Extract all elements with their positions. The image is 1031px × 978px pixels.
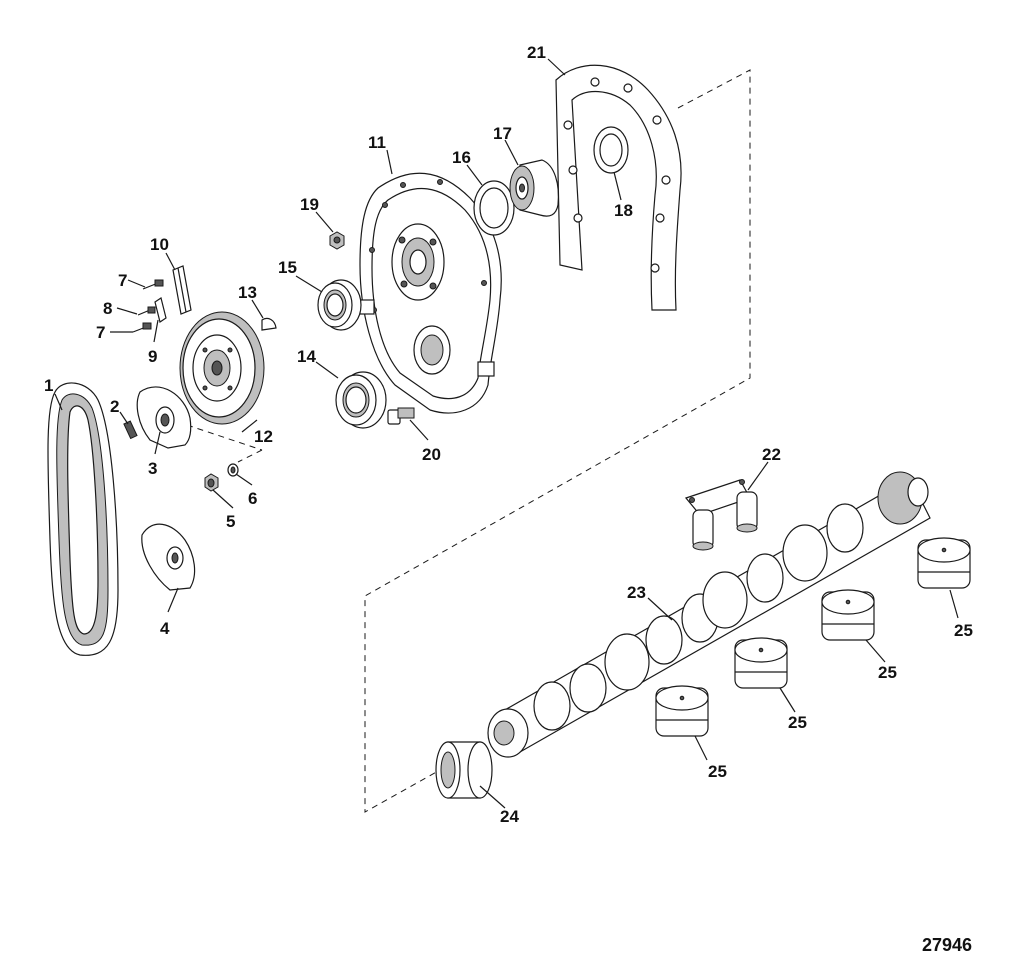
cam-bearing-2 xyxy=(734,637,788,689)
sprocket-plate xyxy=(136,386,192,449)
callout-13: 13 xyxy=(238,283,257,302)
callout-9: 9 xyxy=(148,347,157,366)
cover-nut xyxy=(329,231,345,250)
timing-belt xyxy=(47,382,119,656)
camshaft-sprocket xyxy=(179,311,265,425)
screws xyxy=(132,279,164,333)
callout-1: 1 xyxy=(44,376,53,395)
callout-labels: 1 2 3 4 5 6 7 7 8 9 10 11 12 13 14 15 16… xyxy=(44,43,973,826)
callout-25-d: 25 xyxy=(954,621,973,640)
callout-7-upper: 7 xyxy=(118,271,127,290)
callout-2: 2 xyxy=(110,397,119,416)
callout-14: 14 xyxy=(297,347,316,366)
cam-bearing-3 xyxy=(821,589,875,641)
callout-15: 15 xyxy=(278,258,297,277)
assembly-dashed-lines xyxy=(186,69,751,813)
cam-bearing-1 xyxy=(655,685,709,737)
front-cam-bearing xyxy=(435,741,493,799)
nut xyxy=(204,473,219,492)
cam-bearing-4 xyxy=(917,537,971,589)
leader-lines xyxy=(54,58,959,809)
callout-20: 20 xyxy=(422,445,441,464)
o-ring xyxy=(473,180,515,236)
callout-10: 10 xyxy=(150,235,169,254)
callout-12: 12 xyxy=(254,427,273,446)
callout-17: 17 xyxy=(493,124,512,143)
callout-7-lower: 7 xyxy=(96,323,105,342)
cover-bolt xyxy=(387,407,415,425)
washer xyxy=(227,463,239,477)
callout-25-b: 25 xyxy=(788,713,807,732)
callout-21: 21 xyxy=(527,43,546,62)
drive-hub xyxy=(509,159,560,217)
callout-3: 3 xyxy=(148,459,157,478)
lifter-assembly xyxy=(684,479,758,551)
callout-22: 22 xyxy=(762,445,781,464)
retaining-clip xyxy=(154,297,167,323)
callout-25-c: 25 xyxy=(878,663,897,682)
callout-25-a: 25 xyxy=(708,762,727,781)
timing-cover xyxy=(359,172,502,414)
thrust-plate xyxy=(141,523,196,591)
camshaft xyxy=(487,471,931,758)
seal-upper xyxy=(317,279,362,331)
callout-19: 19 xyxy=(300,195,319,214)
callout-11: 11 xyxy=(368,133,386,152)
callout-16: 16 xyxy=(452,148,471,167)
dowel-pin xyxy=(123,420,138,440)
callout-8: 8 xyxy=(103,299,112,318)
woodruff-key xyxy=(261,317,277,331)
seal-lower xyxy=(335,371,387,429)
key-bar xyxy=(172,265,192,315)
callout-6: 6 xyxy=(248,489,257,508)
cover-gasket xyxy=(555,64,682,311)
callout-23: 23 xyxy=(627,583,646,602)
callout-5: 5 xyxy=(226,512,235,531)
callout-18: 18 xyxy=(614,201,633,220)
callout-4: 4 xyxy=(160,619,170,638)
figure-number: 27946 xyxy=(921,935,972,955)
callout-24: 24 xyxy=(500,807,519,826)
